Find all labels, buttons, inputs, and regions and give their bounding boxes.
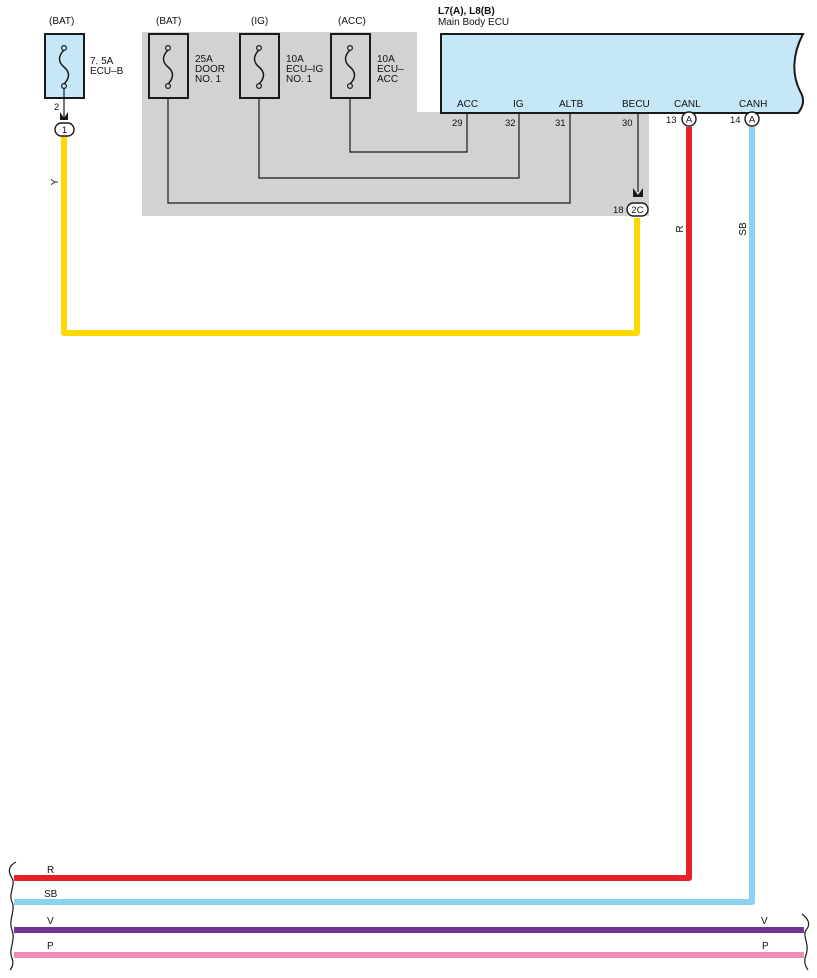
pin-canh: 14 xyxy=(730,115,741,126)
fuse-ecu-b-source: (BAT) xyxy=(49,16,74,27)
fuse-ecu-acc-source: (ACC) xyxy=(338,16,366,27)
pin-acc: 29 xyxy=(452,118,463,129)
fuse-ecu-b: (BAT) 7. 5A ECU–B 2 xyxy=(44,16,124,120)
fuse-door-name1: DOOR xyxy=(195,64,225,75)
pin-altb: 31 xyxy=(555,118,566,129)
fuse-ecu-acc-name1: ECU– xyxy=(377,64,404,75)
wire-label-p-left: P xyxy=(47,941,54,952)
fuse-icon xyxy=(253,49,265,85)
fuse-icon xyxy=(162,49,174,85)
wire-label-sb: SB xyxy=(738,222,749,236)
ecu-code: L7(A), L8(B) xyxy=(438,6,495,17)
terminal-canl: CANL xyxy=(674,99,701,110)
wire-labels: Y R SB R SB V V P P xyxy=(44,178,769,952)
arrow-down-icon xyxy=(633,188,643,197)
wire-label-r: R xyxy=(675,225,686,232)
fuse-door-rating: 25A xyxy=(195,54,213,65)
terminal-becu: BECU xyxy=(622,99,650,110)
connector-canh: 14 A xyxy=(730,111,760,127)
terminal-ig: IG xyxy=(513,99,524,110)
fuse-ecu-ig-no1: (IG) 10A ECU–IG NO. 1 xyxy=(239,16,323,99)
fuse-ecu-b-rating: 7. 5A xyxy=(90,56,114,67)
continuation-braces xyxy=(8,861,810,971)
connector-1: 1 xyxy=(54,122,75,137)
main-body-ecu: L7(A), L8(B) Main Body ECU ACC IG ALTB B… xyxy=(438,6,805,129)
fuse-ecu-acc-rating: 10A xyxy=(377,54,395,65)
arrow-down-icon xyxy=(60,112,68,120)
fuse-icon xyxy=(58,49,70,85)
wire-label-y: Y xyxy=(50,178,61,185)
connector-2c-label: 2C xyxy=(631,205,643,216)
wire-sb xyxy=(14,127,755,905)
fuse-door-no1: (BAT) 25A DOOR NO. 1 xyxy=(148,16,225,99)
wire-label-sb-bottom: SB xyxy=(44,889,58,900)
fuse-icon xyxy=(344,49,356,85)
pin-canl: 13 xyxy=(666,115,677,126)
fuse-ecu-ig-rating: 10A xyxy=(286,54,304,65)
terminal-altb: ALTB xyxy=(559,99,584,110)
harness-wires xyxy=(14,127,804,958)
terminal-canh: CANH xyxy=(739,99,767,110)
wire-label-p-right: P xyxy=(762,941,769,952)
fuse-ecu-acc-name2: ACC xyxy=(377,74,398,85)
connector-canl-label: A xyxy=(686,115,693,126)
internal-wiring xyxy=(167,92,639,204)
wire-label-v-left: V xyxy=(47,916,54,927)
ecu-name: Main Body ECU xyxy=(438,17,509,28)
pin-becu: 30 xyxy=(622,118,633,129)
pin-ig: 32 xyxy=(505,118,516,129)
wire-r xyxy=(14,127,692,881)
fuse-ecu-b-pin: 2 xyxy=(54,102,59,113)
wire-label-v-right: V xyxy=(761,916,768,927)
connector-2c-pin: 18 xyxy=(613,205,624,216)
fuse-ecu-acc: (ACC) 10A ECU– ACC xyxy=(330,16,404,99)
wire-y xyxy=(61,136,640,336)
fuse-door-source: (BAT) xyxy=(156,16,181,27)
fuse-ecu-ig-name2: NO. 1 xyxy=(286,74,313,85)
fuse-ecu-ig-name1: ECU–IG xyxy=(286,64,323,75)
connector-1-label: 1 xyxy=(62,125,67,136)
fuse-ecu-b-name: ECU–B xyxy=(90,66,124,77)
connector-canl: 13 A xyxy=(666,111,697,127)
connector-canh-label: A xyxy=(749,115,756,126)
terminal-acc: ACC xyxy=(457,99,478,110)
fuse-door-name2: NO. 1 xyxy=(195,74,222,85)
break-left-icon xyxy=(8,861,17,971)
wire-label-r-bottom: R xyxy=(47,865,54,876)
connector-2c: 2C 18 xyxy=(613,188,649,217)
fuse-ecu-ig-source: (IG) xyxy=(251,16,268,27)
break-right-icon xyxy=(801,913,810,971)
